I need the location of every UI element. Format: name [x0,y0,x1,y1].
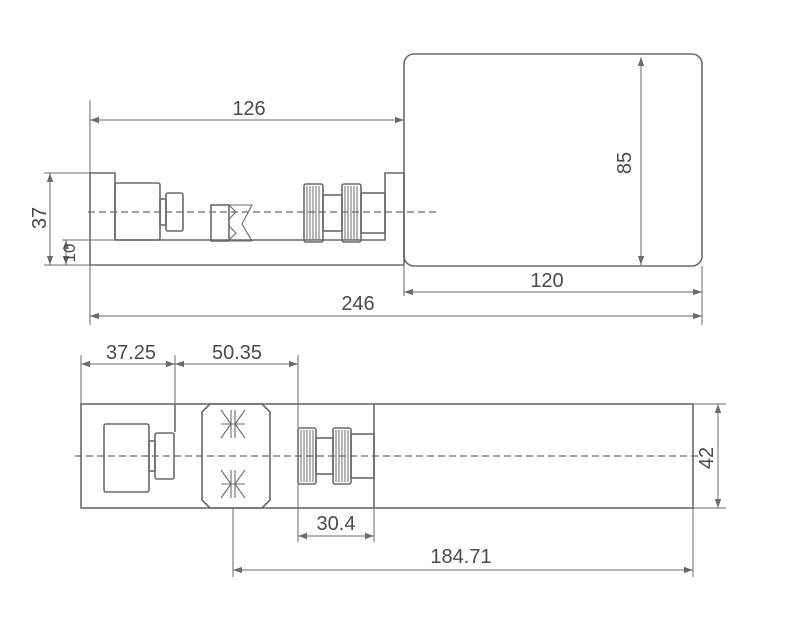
dimension-184-71: 184.71 [232,508,694,577]
top-enclosure-box [403,53,703,267]
dimension-50-35-label: 50.35 [212,342,262,364]
dimension-30-4: 30.4 [297,484,375,542]
dimension-50-35: 50.35 [175,342,299,428]
dimension-246: 246 [89,265,702,325]
dimension-120-label: 120 [530,270,563,292]
dimension-37-25-label: 37.25 [106,342,156,364]
bottom-coupler [201,403,271,509]
dimension-37-label: 37 [29,207,51,229]
dimension-42: 42 [693,403,726,509]
dimension-37-25: 37.25 [80,342,176,404]
dimension-126: 126 [89,98,405,175]
dimension-85: 85 [614,57,645,265]
dimension-42-label: 42 [696,447,718,469]
dimension-37: 37 [29,172,92,266]
top-coupler [210,204,253,242]
dimension-10: 10 [60,239,115,265]
dimension-126-label: 126 [232,98,265,120]
dimension-246-label: 246 [341,293,374,315]
dimension-120: 120 [403,266,703,325]
dimension-30-4-label: 30.4 [317,513,356,535]
dimension-85-label: 85 [614,152,636,174]
dimension-184-71-label: 184.71 [430,546,491,568]
dimension-10-label: 10 [60,244,79,263]
top-view: 126 85 37 10 120 24 [29,53,703,325]
bottom-view: 37.25 50.35 42 30.4 184.71 [75,342,726,577]
top-knurled-connector [303,183,386,243]
bottom-left-bnc-connector [103,404,176,493]
